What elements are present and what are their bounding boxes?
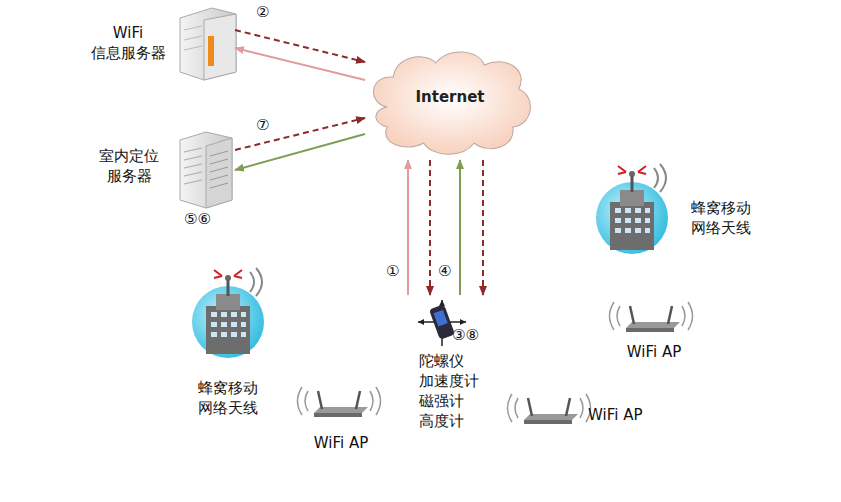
node-label: 陀螺仪 加速度计 磁强计 高度计 <box>419 351 504 431</box>
arrow-connector <box>235 30 365 62</box>
callout-number: ④ <box>438 262 451 280</box>
node-label: WiFi 信息服务器 <box>84 23 172 63</box>
callout-number: ② <box>256 3 269 21</box>
internet-cloud: Internet <box>365 45 537 160</box>
arrow-connector <box>235 48 365 80</box>
wifi-ap: WiFi AP <box>514 388 660 436</box>
arrow-connector <box>482 160 484 295</box>
node-label: WiFi AP <box>588 405 658 425</box>
wifi-ap: WiFi AP <box>302 378 382 456</box>
node-label: Internet <box>365 87 535 107</box>
node-label: 蜂窝移动 网络天线 <box>691 198 771 238</box>
wifi-info-server: WiFi 信息服务器 <box>80 5 235 85</box>
node-label: 室内定位 服务器 <box>85 146 173 186</box>
arrow-connector <box>235 118 365 150</box>
cell-tower: 蜂窝移动 网络天线 <box>595 158 773 270</box>
node-label: WiFi AP <box>612 342 696 362</box>
cell-tower: 蜂窝移动 网络天线 <box>180 262 276 432</box>
arrow-connector <box>459 160 461 295</box>
arrow-connector <box>429 160 431 295</box>
callout-number: ⑤⑥ <box>184 210 211 228</box>
arrow-connector <box>407 160 409 295</box>
smartphone: 陀螺仪 加速度计 磁强计 高度计 <box>415 295 507 445</box>
wifi-ap: WiFi AP <box>612 292 698 364</box>
arrow-connector <box>235 134 365 170</box>
callout-number: ③⑧ <box>452 326 479 344</box>
callout-number: ① <box>386 262 399 280</box>
node-label: 蜂窝移动 网络天线 <box>184 378 272 418</box>
callout-number: ⑦ <box>256 116 269 134</box>
indoor-positioning-server: 室内定位 服务器 <box>85 128 235 210</box>
node-label: WiFi AP <box>302 433 380 453</box>
